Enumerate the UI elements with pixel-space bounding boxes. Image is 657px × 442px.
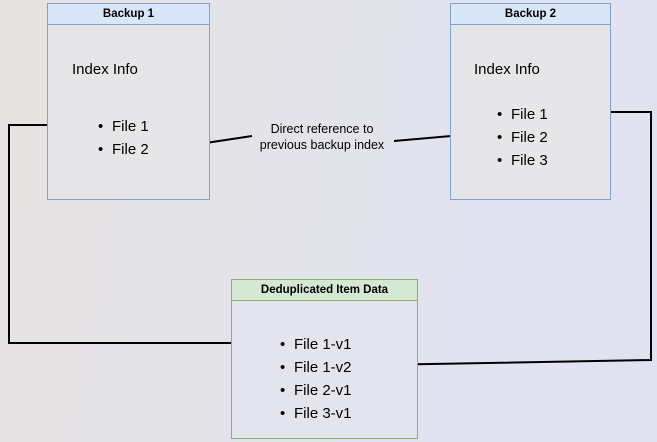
- direct-reference-label: Direct reference to previous backup inde…: [249, 121, 395, 153]
- list-item: File 3: [497, 149, 548, 172]
- list-item: File 2: [98, 138, 149, 161]
- backup2-box[interactable]: Backup 2 Index Info File 1 File 2 File 3: [450, 3, 611, 200]
- backup1-box[interactable]: Backup 1 Index Info File 1 File 2: [47, 3, 210, 200]
- backup2-header: Backup 2: [451, 4, 610, 25]
- deduplicated-file-list: File 1-v1 File 1-v2 File 2-v1 File 3-v1: [280, 333, 352, 425]
- backup1-file-list: File 1 File 2: [98, 115, 149, 161]
- direct-reference-label-line1: Direct reference to: [270, 122, 374, 136]
- deduplicated-item-data-header: Deduplicated Item Data: [232, 280, 417, 301]
- backup2-index-info-label: Index Info: [474, 61, 540, 78]
- deduplicated-item-data-box[interactable]: Deduplicated Item Data File 1-v1 File 1-…: [231, 279, 418, 439]
- list-item: File 2-v1: [280, 379, 352, 402]
- list-item: File 1-v2: [280, 356, 352, 379]
- direct-reference-label-line2: previous backup index: [259, 138, 385, 152]
- list-item: File 1: [98, 115, 149, 138]
- backup1-header: Backup 1: [48, 4, 209, 25]
- list-item: File 2: [497, 126, 548, 149]
- list-item: File 3-v1: [280, 402, 352, 425]
- backup2-file-list: File 1 File 2 File 3: [497, 103, 548, 172]
- backup1-index-info-label: Index Info: [72, 61, 138, 78]
- list-item: File 1-v1: [280, 333, 352, 356]
- list-item: File 1: [497, 103, 548, 126]
